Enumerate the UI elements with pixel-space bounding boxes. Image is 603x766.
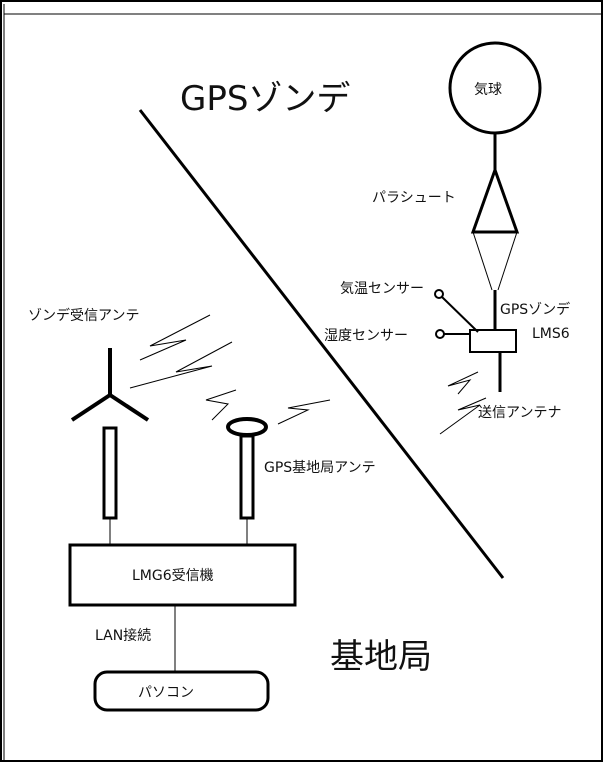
sonde-section-title: GPSゾンデ	[180, 79, 350, 119]
receive-antenna-arm-left	[70, 393, 112, 422]
humidity-sensor	[435, 329, 445, 339]
receive-antenna-mast	[102, 426, 118, 520]
divider-line	[138, 109, 505, 579]
wave-c	[205, 389, 237, 421]
temp-sensor-lead	[441, 296, 479, 333]
gps-sonde-label: GPSゾンデ	[500, 301, 570, 318]
parachute-cord-left	[472, 231, 493, 291]
lms6-label: LMS6	[532, 326, 570, 342]
parachute-cord-right	[497, 231, 518, 291]
pc-box	[93, 670, 270, 712]
wave-d	[277, 399, 331, 425]
parachute	[470, 165, 520, 234]
receiver-label: LMG6受信機	[132, 568, 214, 584]
transmit-antenna-label: 送信アンテナ	[478, 405, 561, 421]
balloon-label: 気球	[474, 82, 502, 98]
temp-sensor-label: 気温センサー	[340, 281, 424, 297]
sonde-wave-1	[447, 371, 479, 395]
gps-base-antenna-dish	[226, 417, 268, 437]
wave-b	[129, 341, 233, 389]
parachute-label: パラシュート	[372, 190, 456, 206]
ground-section-title: 基地局	[330, 637, 432, 677]
temp-sensor	[434, 289, 444, 299]
receiver-box	[68, 543, 297, 607]
sonde-box	[469, 329, 517, 353]
humidity-sensor-label: 湿度センサー	[324, 328, 408, 344]
receive-antenna-label: ゾンデ受信アンテ	[28, 307, 139, 324]
pc-label: パソコン	[138, 685, 194, 701]
wave-a	[139, 314, 211, 361]
sonde-wave-2	[439, 397, 487, 435]
gps-base-antenna-mast	[239, 434, 255, 520]
receive-antenna-arm-right	[108, 393, 150, 422]
gps-base-antenna-label: GPS基地局アンテ	[264, 459, 376, 476]
lan-label: LAN接続	[95, 627, 151, 644]
